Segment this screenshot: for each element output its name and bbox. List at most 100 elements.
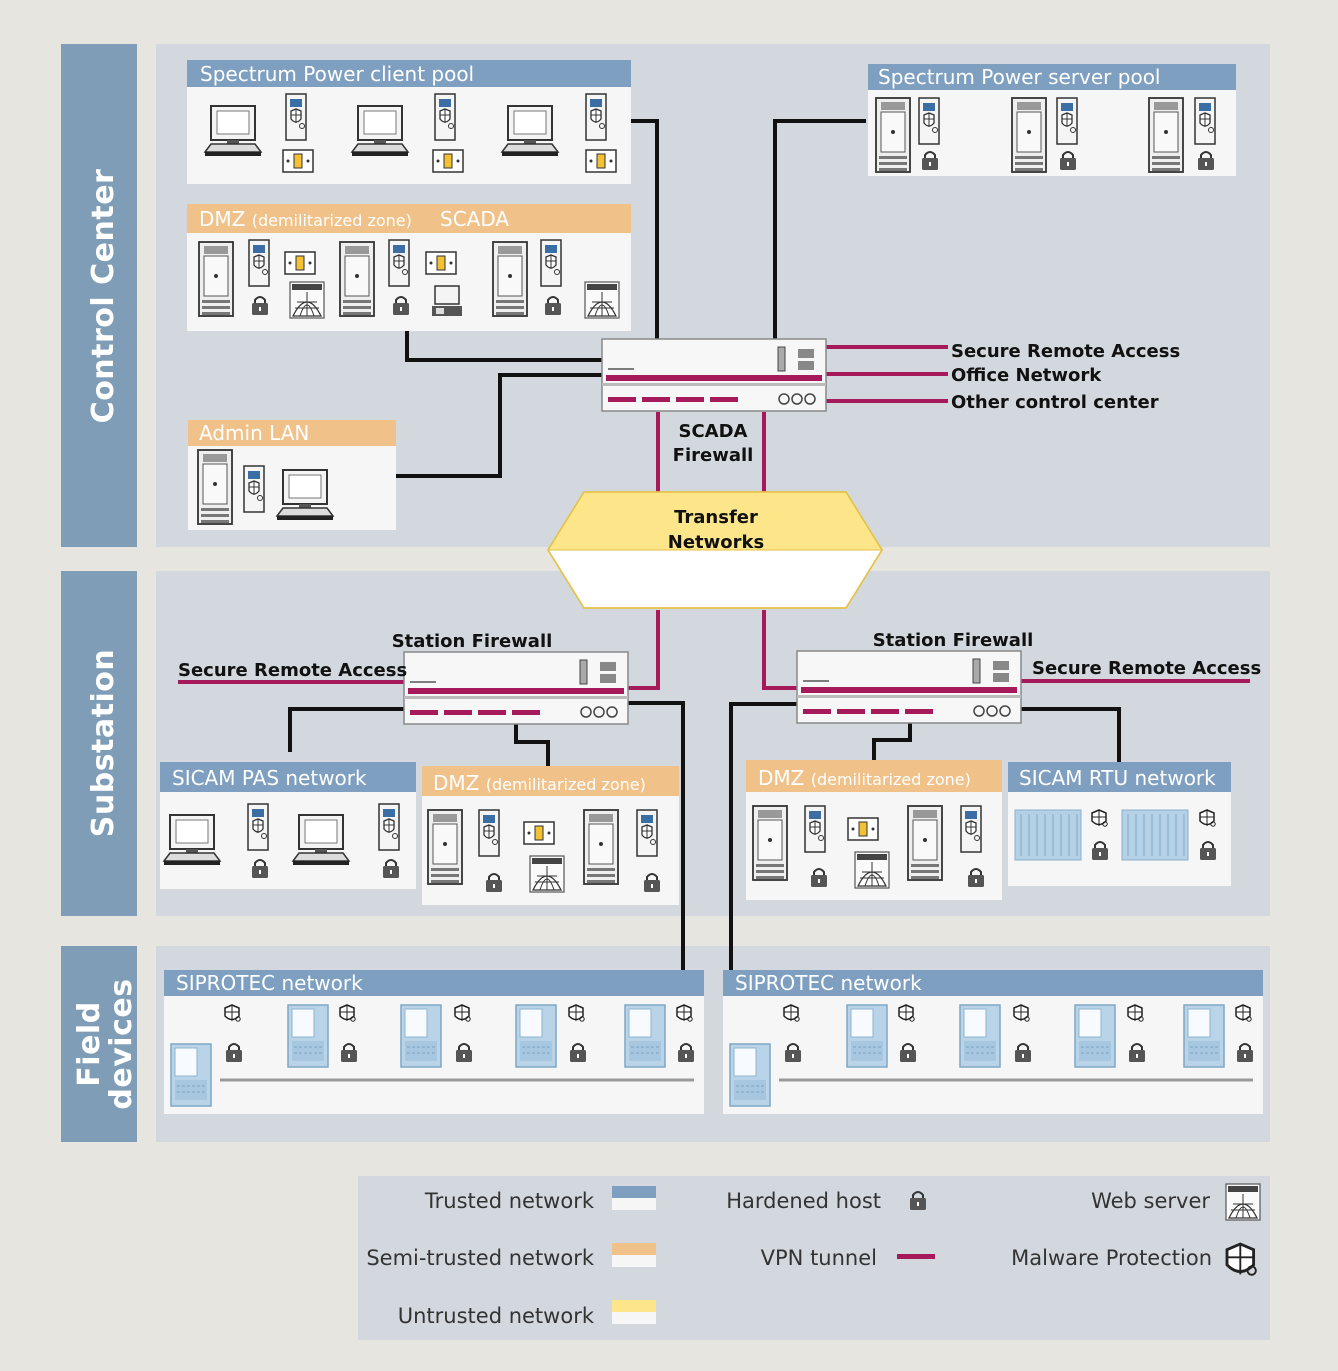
- office-network-label: Office Network: [951, 365, 1102, 386]
- secure-remote-access-cc-label: Secure Remote Access: [951, 341, 1180, 362]
- sicam-rtu-zone: SICAM RTU network: [1008, 762, 1231, 886]
- field-devices-label-1: Field: [72, 1001, 107, 1086]
- malware-protection-icon: [960, 805, 982, 853]
- cc-dmz-scada: SCADA: [440, 207, 509, 231]
- server-icon: [339, 241, 375, 317]
- legend-vpn-tunnel-label: VPN tunnel: [761, 1246, 877, 1270]
- station-firewall-right-label: Station Firewall: [873, 630, 1034, 651]
- web-server-icon: [1225, 1183, 1261, 1221]
- server-icon: [1148, 97, 1184, 173]
- workstation-icon: [163, 814, 221, 866]
- web-server-icon: [289, 281, 325, 319]
- rtu-icon: [1121, 809, 1189, 861]
- sicam-pas-zone: SICAM PAS network: [160, 762, 416, 889]
- scada-firewall-icon: [601, 338, 827, 412]
- cc-dmz-zone: DMZ (demilitarized zone) SCADA: [187, 204, 631, 331]
- malware-protection-icon: [243, 465, 265, 513]
- malware-protection-icon: [540, 239, 562, 287]
- sub-dmz-left-title: DMZ (demilitarized zone): [433, 771, 646, 795]
- field-devices-label-2: devices: [104, 978, 139, 1109]
- server-pool-zone: Spectrum Power server pool: [868, 64, 1236, 176]
- web-server-icon: [529, 855, 565, 893]
- station-firewall-right-icon: [796, 650, 1022, 724]
- server-pool-title: Spectrum Power server pool: [878, 65, 1161, 89]
- relay-icon: [1074, 1004, 1116, 1068]
- vpn-gateway-icon: [523, 821, 555, 845]
- legend-trusted-swatch: [612, 1186, 656, 1210]
- scada-firewall-label-2: Firewall: [673, 445, 754, 466]
- server-icon: [198, 241, 234, 317]
- vpn-gateway-icon: [585, 149, 617, 173]
- client-pool-title: Spectrum Power client pool: [200, 62, 474, 86]
- terminal-icon: [431, 285, 463, 317]
- legend-untrusted-label: Untrusted network: [398, 1304, 595, 1328]
- siprotec-right-title: SIPROTEC network: [735, 971, 922, 995]
- malware-protection-icon: [434, 93, 456, 141]
- wires: [288, 119, 1121, 970]
- relay-icon: [1183, 1004, 1225, 1068]
- server-icon: [492, 241, 528, 317]
- relay-icon: [400, 1004, 442, 1068]
- malware-protection-icon: [248, 239, 270, 287]
- malware-protection-icon: [918, 97, 940, 145]
- malware-protection-icon: [804, 805, 826, 853]
- client-pool-zone: Spectrum Power client pool: [187, 60, 631, 184]
- control-center-label: Control Center: [86, 169, 121, 424]
- malware-protection-icon: [388, 239, 410, 287]
- workstation-icon: [351, 105, 409, 157]
- other-control-center-label: Other control center: [951, 392, 1159, 413]
- malware-protection-icon: [247, 803, 269, 851]
- siprotec-left-zone: SIPROTEC network: [164, 970, 704, 1114]
- vpn-gateway-icon: [432, 149, 464, 173]
- malware-protection-icon: [1194, 97, 1216, 145]
- malware-protection-icon: [478, 809, 500, 857]
- workstation-icon: [204, 105, 262, 157]
- substation-label: Substation: [86, 649, 121, 837]
- sub-dmz-right-title: DMZ (demilitarized zone): [758, 766, 971, 790]
- relay-icon: [846, 1004, 888, 1068]
- vpn-gateway-icon: [847, 817, 879, 841]
- secure-remote-access-right-label: Secure Remote Access: [1032, 658, 1261, 679]
- legend-web-server-label: Web server: [1091, 1189, 1210, 1213]
- sub-dmz-left-zone: DMZ (demilitarized zone): [422, 766, 679, 905]
- workstation-icon: [501, 105, 559, 157]
- admin-lan-title: Admin LAN: [199, 421, 309, 445]
- server-icon: [1011, 97, 1047, 173]
- relay-icon: [515, 1004, 557, 1068]
- legend: Trusted network Semi-trusted network Unt…: [358, 1176, 1270, 1340]
- workstation-icon: [292, 814, 350, 866]
- transfer-networks-hexagon: Transfer Networks: [547, 491, 883, 609]
- malware-protection-icon: [1056, 97, 1078, 145]
- admin-lan-zone: Admin LAN: [188, 420, 396, 530]
- relay-icon: [729, 1043, 771, 1107]
- relay-icon: [287, 1004, 329, 1068]
- station-firewall-left-label: Station Firewall: [392, 631, 553, 652]
- transfer-label-1: Transfer: [674, 507, 758, 528]
- relay-icon: [170, 1043, 212, 1107]
- server-icon: [427, 809, 463, 885]
- sub-dmz-right-zone: DMZ (demilitarized zone): [746, 760, 1002, 900]
- sicam-pas-title: SICAM PAS network: [172, 766, 367, 790]
- vpn-tunnel-swatch: [897, 1254, 935, 1259]
- scada-firewall-label-1: SCADA: [679, 421, 748, 442]
- malware-protection-icon: [378, 803, 400, 851]
- workstation-icon: [276, 469, 334, 521]
- relay-icon: [959, 1004, 1001, 1068]
- vpn-gateway-icon: [282, 149, 314, 173]
- legend-semi-trusted-swatch: [612, 1243, 656, 1267]
- server-icon: [907, 805, 943, 881]
- web-server-icon: [854, 851, 890, 889]
- transfer-label-2: Networks: [668, 532, 764, 553]
- siprotec-right-zone: SIPROTEC network: [723, 970, 1263, 1114]
- server-icon: [752, 805, 788, 881]
- malware-protection-icon: [636, 809, 658, 857]
- relay-icon: [624, 1004, 666, 1068]
- legend-trusted-label: Trusted network: [424, 1189, 595, 1213]
- legend-hardened-host-label: Hardened host: [726, 1189, 881, 1213]
- vpn-lines: [178, 345, 1250, 690]
- server-icon: [583, 809, 619, 885]
- malware-protection-icon: [585, 93, 607, 141]
- server-icon: [197, 449, 233, 525]
- vpn-gateway-icon: [425, 251, 457, 275]
